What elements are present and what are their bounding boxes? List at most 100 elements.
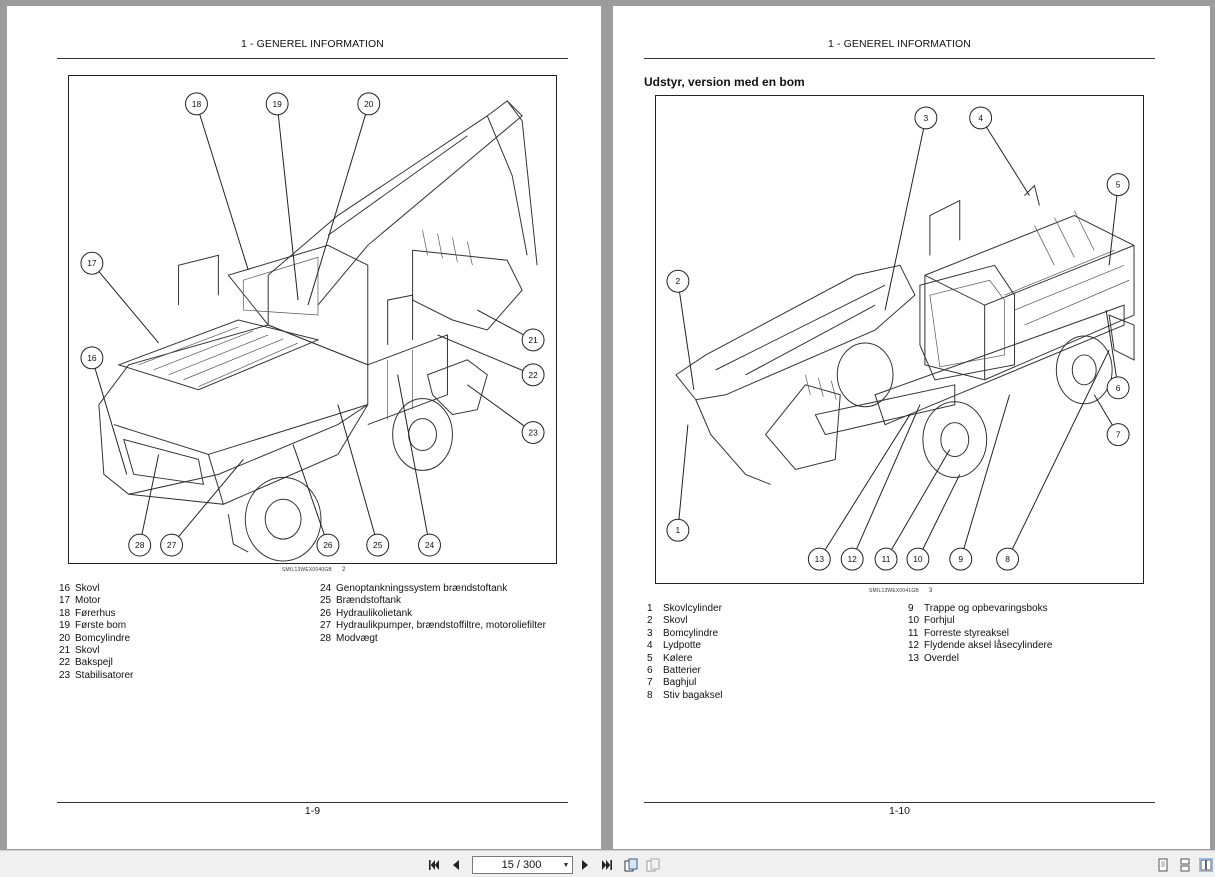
svg-text:17: 17 xyxy=(87,258,97,268)
figure-code: SMIL13WEX0040GB xyxy=(282,567,332,573)
callout-13: 13 xyxy=(807,547,831,571)
svg-text:4: 4 xyxy=(978,113,983,123)
fit-view-icon[interactable] xyxy=(645,857,661,873)
callout-24: 24 xyxy=(418,533,441,557)
single-page-view-icon[interactable] xyxy=(1155,857,1171,873)
svg-text:23: 23 xyxy=(528,428,538,438)
excavator-front-view-figure: 3 4 5 2 6 7 1 8 9 10 11 12 13 xyxy=(655,95,1144,584)
svg-text:9: 9 xyxy=(958,554,963,564)
svg-text:11: 11 xyxy=(882,554,891,564)
callout-19: 19 xyxy=(265,92,289,116)
first-page-icon[interactable] xyxy=(426,857,442,873)
callout-21: 21 xyxy=(521,328,545,352)
callout-11: 11 xyxy=(874,547,898,571)
svg-text:2: 2 xyxy=(676,276,681,286)
page-number-select[interactable]: 15 / 300 ▼ xyxy=(472,856,573,874)
viewer-toolbar: 15 / 300 ▼ xyxy=(0,850,1215,877)
callout-12: 12 xyxy=(840,547,864,571)
prev-page-icon[interactable] xyxy=(448,857,464,873)
svg-text:16: 16 xyxy=(87,353,97,363)
svg-text:24: 24 xyxy=(425,540,435,550)
page-number: 1-9 xyxy=(304,805,321,817)
callout-26: 26 xyxy=(316,533,340,557)
svg-text:5: 5 xyxy=(1116,180,1121,190)
footer-rule xyxy=(57,802,568,803)
continuous-view-icon[interactable] xyxy=(1177,857,1193,873)
callout-3: 3 xyxy=(914,106,938,130)
header-rule xyxy=(57,58,568,59)
two-page-view-icon[interactable] xyxy=(1198,857,1214,873)
figure-code: SMIL13WEX0041GB xyxy=(869,588,919,594)
svg-text:7: 7 xyxy=(1116,430,1121,440)
callout-28: 28 xyxy=(128,533,152,557)
rotate-view-icon[interactable] xyxy=(623,857,639,873)
svg-text:21: 21 xyxy=(528,335,538,345)
callout-2: 2 xyxy=(666,269,690,293)
callout-10: 10 xyxy=(906,547,930,571)
figure-number: 2 xyxy=(341,567,346,573)
svg-text:20: 20 xyxy=(364,99,374,109)
svg-text:8: 8 xyxy=(1005,554,1010,564)
last-page-icon[interactable] xyxy=(599,857,615,873)
svg-text:19: 19 xyxy=(272,99,282,109)
svg-text:26: 26 xyxy=(323,540,333,550)
svg-text:25: 25 xyxy=(373,540,383,550)
page-indicator: 15 / 300 xyxy=(501,859,542,871)
figure-caption: SMIL13WEX0041GB 3 xyxy=(869,588,933,594)
callout-18: 18 xyxy=(185,92,208,116)
next-page-icon[interactable] xyxy=(577,857,593,873)
svg-text:27: 27 xyxy=(167,540,177,550)
section-title: Udstyr, version med en bom xyxy=(644,75,805,89)
callout-20: 20 xyxy=(357,92,381,116)
callout-23: 23 xyxy=(521,421,545,444)
footer-rule xyxy=(644,802,1155,803)
svg-text:6: 6 xyxy=(1116,383,1121,393)
callout-5: 5 xyxy=(1106,173,1130,197)
svg-text:13: 13 xyxy=(815,554,825,564)
figure-number: 3 xyxy=(928,588,933,594)
excavator-rear-drawing xyxy=(98,100,538,562)
page-header: 1 - GENEREL INFORMATION xyxy=(828,38,971,50)
callout-7: 7 xyxy=(1106,423,1130,447)
svg-text:18: 18 xyxy=(192,99,202,109)
callout-16: 16 xyxy=(80,346,104,370)
page-left: 1 - GENEREL INFORMATION xyxy=(7,6,601,849)
callout-27: 27 xyxy=(160,533,184,557)
figure-caption: SMIL13WEX0040GB 2 xyxy=(282,567,346,573)
callout-4: 4 xyxy=(969,106,993,130)
page-header: 1 - GENEREL INFORMATION xyxy=(241,38,384,50)
svg-text:10: 10 xyxy=(913,554,923,564)
excavator-front-illustration: 3 4 5 2 6 7 1 8 9 10 11 12 13 xyxy=(666,106,1135,571)
chevron-down-icon: ▼ xyxy=(562,861,570,869)
document-viewer[interactable]: 1 - GENEREL INFORMATION xyxy=(0,0,1215,850)
svg-text:22: 22 xyxy=(528,370,538,380)
excavator-rear-illustration: 18 19 20 17 16 21 22 23 24 25 26 27 28 xyxy=(80,92,545,562)
page-number: 1-10 xyxy=(888,805,910,817)
excavator-rear-view-figure: 18 19 20 17 16 21 22 23 24 25 26 27 28 xyxy=(68,75,557,564)
